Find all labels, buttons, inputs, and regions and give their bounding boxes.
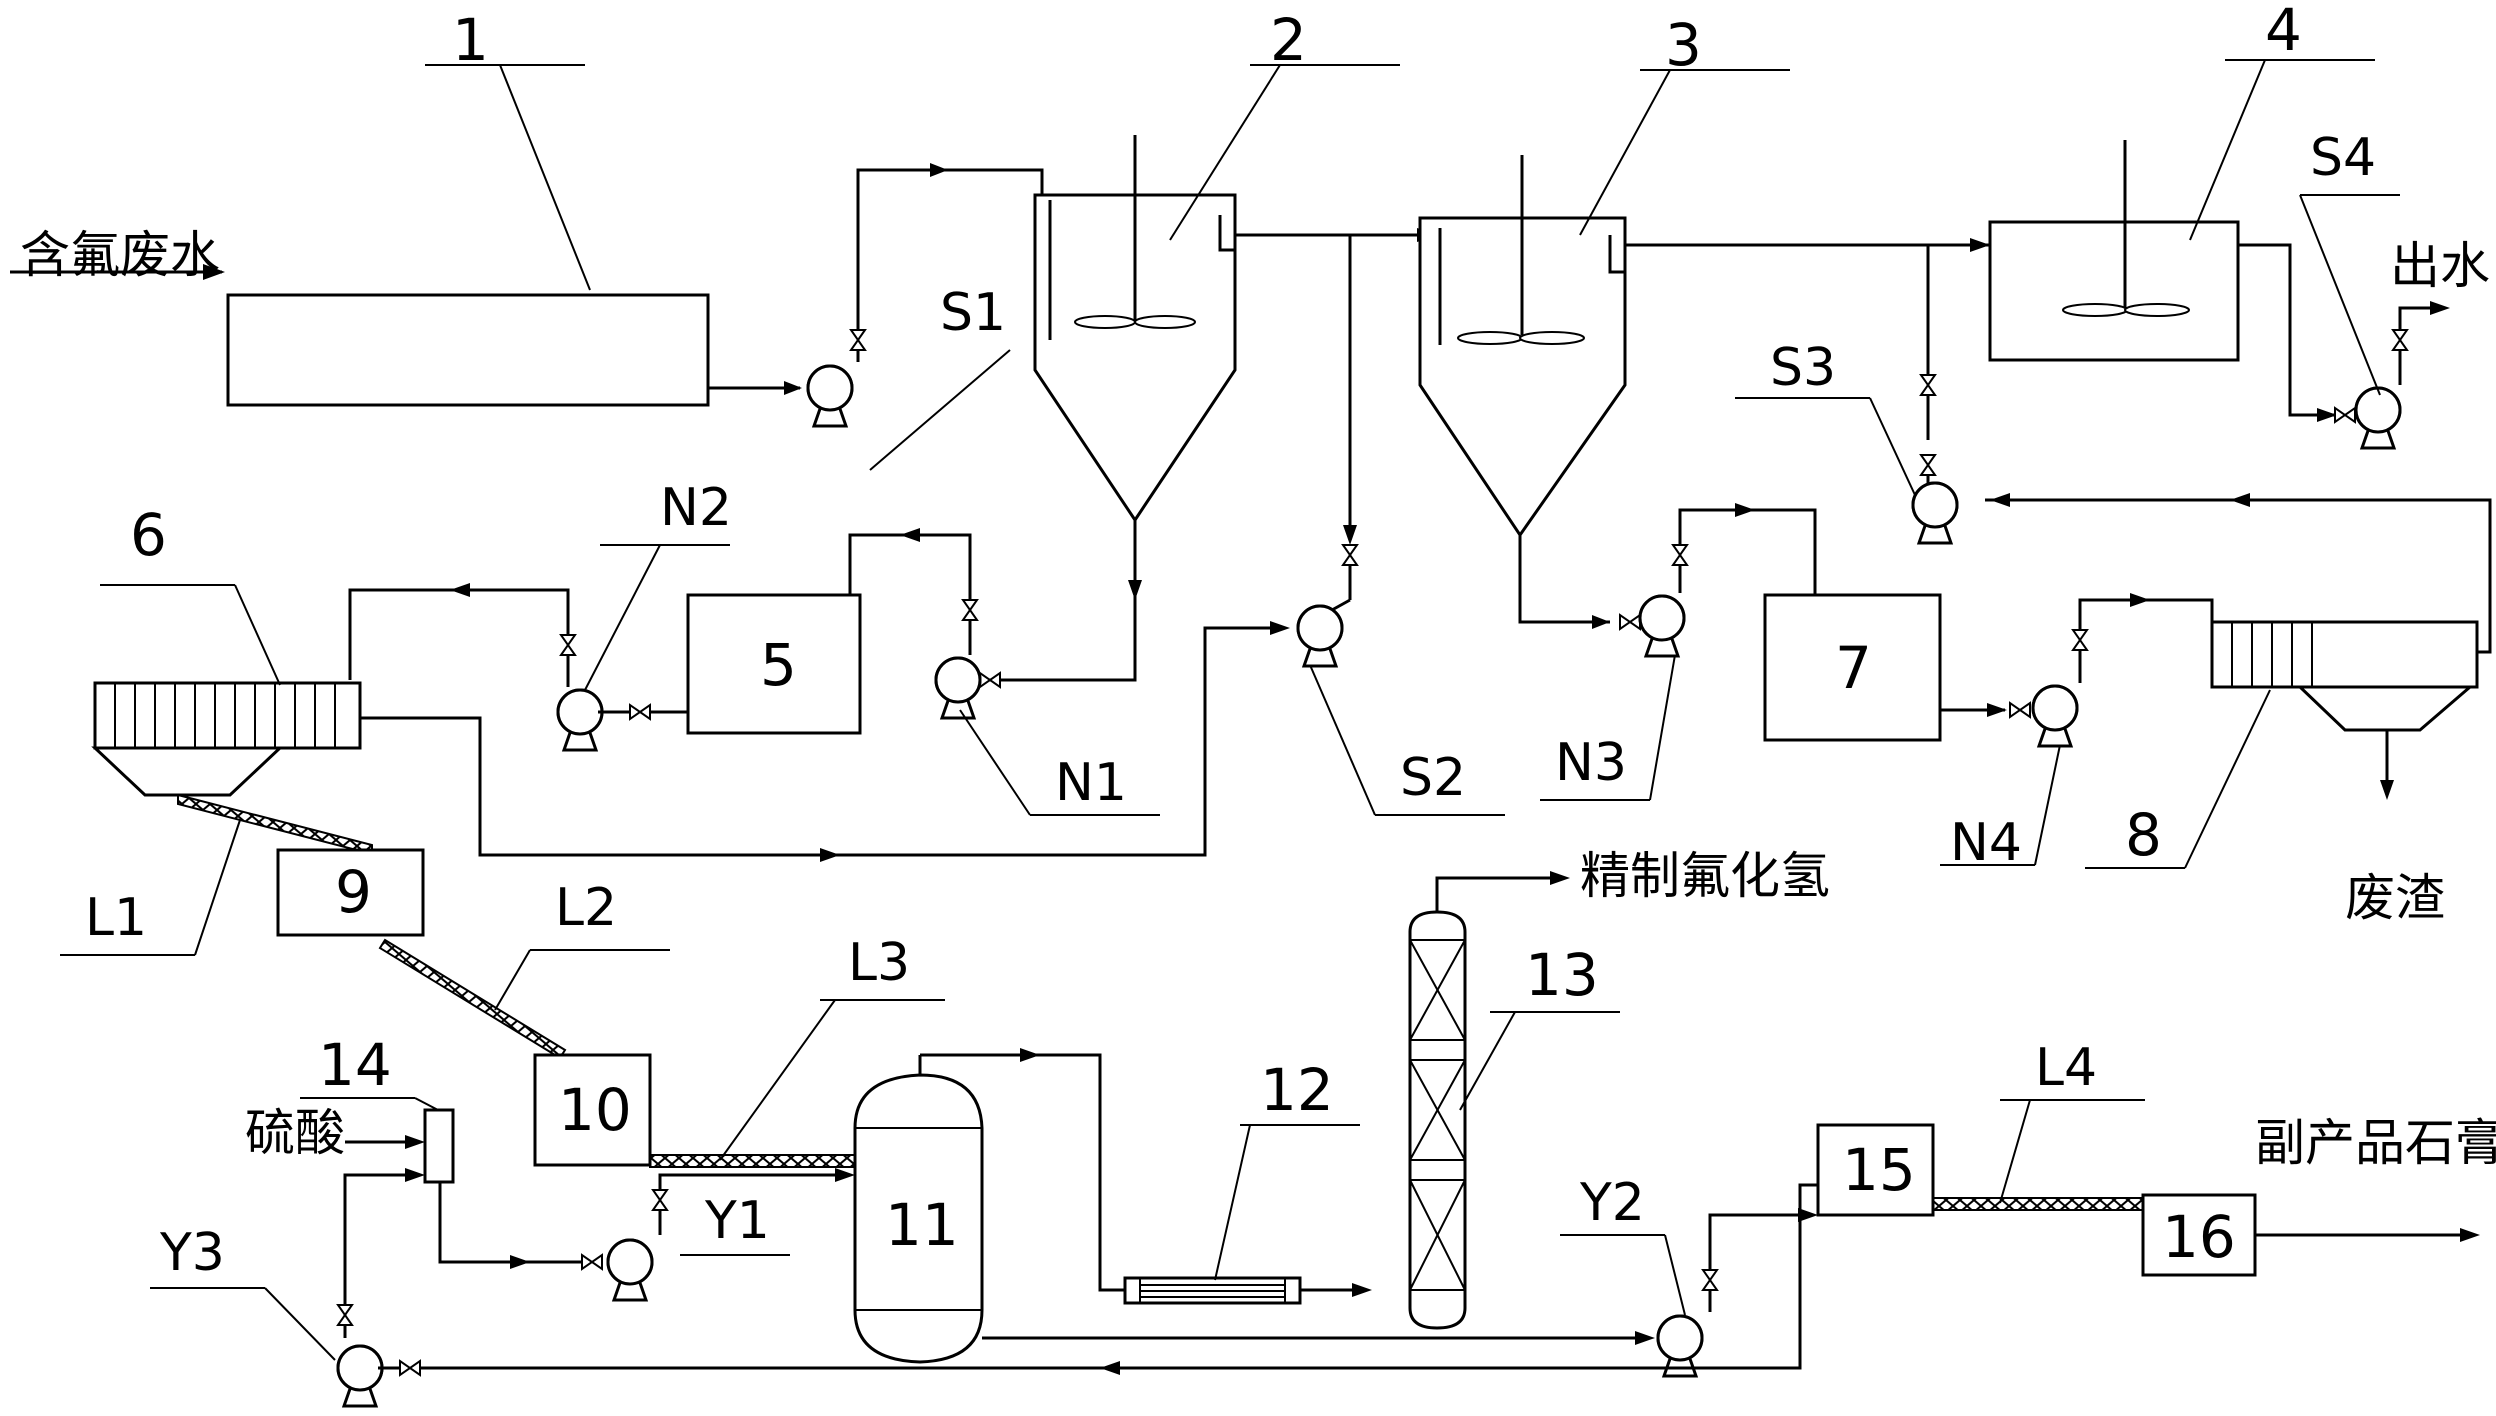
sulfuric-acid-stream — [345, 1135, 425, 1149]
pump-n4 — [2031, 684, 2079, 748]
pump-n3 — [1638, 594, 1686, 658]
conveyor-l3 — [649, 1154, 856, 1168]
pipe-7-to-n4 — [1940, 703, 2007, 717]
conveyor-l4-label: L4 — [2035, 1038, 2097, 1098]
unit-4-label: 4 — [2265, 0, 2302, 64]
pump-s2 — [1296, 604, 1344, 668]
pipe-2-to-3 — [1235, 228, 1437, 242]
inlet-label: 含氟废水 — [20, 226, 220, 284]
pipe-11-to-12 — [920, 1048, 1125, 1292]
unit-8-filter-press — [2210, 620, 2479, 732]
pump-n1 — [934, 656, 982, 720]
conveyor-l2 — [378, 938, 567, 1060]
pipe-3-to-4 — [1625, 238, 1990, 252]
unit-10-box — [533, 1053, 652, 1167]
refined-hf-stream — [1435, 871, 1570, 912]
pump-s3 — [1911, 481, 1959, 545]
conveyor-l2-label: L2 — [555, 878, 617, 938]
unit-5-box — [686, 593, 862, 735]
unit-14-label: 14 — [318, 1031, 392, 1099]
unit-3-label: 3 — [1665, 11, 1702, 79]
pump-y1-label: Y1 — [704, 1191, 770, 1251]
pump-n3-label: N3 — [1555, 733, 1627, 793]
pump-y3 — [336, 1344, 384, 1408]
unit-1-label: 1 — [452, 6, 489, 74]
outlet-water-label: 出水 — [2390, 237, 2490, 295]
inlet-stream — [10, 264, 225, 280]
unit-2-tank — [1033, 135, 1237, 523]
pump-n2 — [556, 688, 604, 752]
pipe-n4-to-8 — [2078, 593, 2214, 630]
unit-8-label: 8 — [2125, 801, 2162, 869]
unit-3-tank — [1418, 155, 1627, 538]
pump-y3-label: Y3 — [159, 1223, 225, 1283]
conveyor-l3-label: L3 — [848, 933, 910, 993]
conveyor-l4 — [1932, 1197, 2144, 1211]
unit-13-column — [1408, 910, 1467, 1330]
pump-s4 — [2354, 386, 2402, 450]
unit-6-filter-press — [91, 681, 362, 797]
unit-1-tank — [226, 293, 710, 407]
pump-y2-label: Y2 — [1579, 1173, 1645, 1233]
unit-15-label: 15 — [1842, 1136, 1916, 1204]
unit-11-label: 11 — [885, 1191, 959, 1259]
unit-11-reactor — [853, 1055, 984, 1364]
pipe-1-to-s1 — [708, 381, 802, 395]
unit-4-tank — [1988, 140, 2240, 362]
outlet-water-stream — [2398, 301, 2450, 330]
unit-12-condenser — [1123, 1276, 1302, 1305]
unit-9-label: 9 — [335, 858, 372, 926]
conveyor-l1-label: L1 — [85, 888, 147, 948]
pipe-4-to-s4 — [2238, 243, 2337, 422]
sulfuric-acid-label: 硫酸 — [245, 1104, 345, 1162]
gypsum-label: 副产品石膏 — [2255, 1114, 2496, 1172]
pump-s3-label: S3 — [1770, 338, 1836, 398]
pipe-12-to-13 — [1300, 1283, 1372, 1297]
pipe-15-recycle-to-y3 — [420, 1183, 1818, 1375]
pipe-y2-to-15 — [1708, 1208, 1818, 1270]
pipe-y1-to-11 — [658, 1168, 855, 1190]
pipe-6-to-s2 — [360, 621, 1290, 862]
unit-7-label: 7 — [1835, 634, 1872, 702]
unit-6-label: 6 — [130, 501, 167, 569]
pipe-s1-to-2 — [856, 163, 1044, 330]
unit-10-label: 10 — [558, 1076, 632, 1144]
pump-n2-label: N2 — [660, 478, 732, 538]
pipe-y3-to-14 — [343, 1168, 425, 1338]
unit-9-box — [276, 848, 425, 937]
unit-12-label: 12 — [1260, 1056, 1334, 1124]
pipe-8-to-s3 — [1985, 493, 2492, 654]
conveyor-l1 — [177, 793, 373, 856]
unit-15-box — [1816, 1123, 1935, 1217]
unit-5-label: 5 — [760, 631, 797, 699]
pump-s2-label: S2 — [1400, 748, 1466, 808]
pump-s1-label: S1 — [940, 283, 1006, 343]
pump-y1 — [606, 1238, 654, 1302]
pipe-11-to-y2 — [982, 1331, 1655, 1345]
unit-14-mixer — [423, 1108, 455, 1184]
pipe-14-to-y1 — [438, 1182, 582, 1269]
pump-n1-label: N1 — [1055, 753, 1127, 813]
pump-s1 — [806, 364, 854, 428]
unit-13-label: 13 — [1525, 941, 1599, 1009]
unit-7-box — [1763, 593, 1942, 742]
pipe-2-bottom-to-n1 — [975, 520, 1142, 682]
pipe-n3-to-7 — [1678, 503, 1817, 595]
waste-residue-discharge — [2380, 730, 2394, 800]
waste-residue-label: 废渣 — [2345, 869, 2445, 927]
pipe-branch-to-s2 — [1343, 235, 1357, 545]
unit-2-label: 2 — [1270, 6, 1307, 74]
refined-hf-label: 精制氟化氢 — [1580, 847, 1830, 905]
gypsum-stream — [2255, 1228, 2480, 1242]
pump-s4-label: S4 — [2310, 128, 2376, 188]
pipe-n1-to-5 — [848, 528, 972, 600]
pipe-n2-to-6 — [348, 583, 570, 680]
pipe-3-bottom-to-n3 — [1518, 535, 1610, 629]
pump-n4-label: N4 — [1950, 813, 2022, 873]
unit-16-label: 16 — [2162, 1203, 2236, 1271]
